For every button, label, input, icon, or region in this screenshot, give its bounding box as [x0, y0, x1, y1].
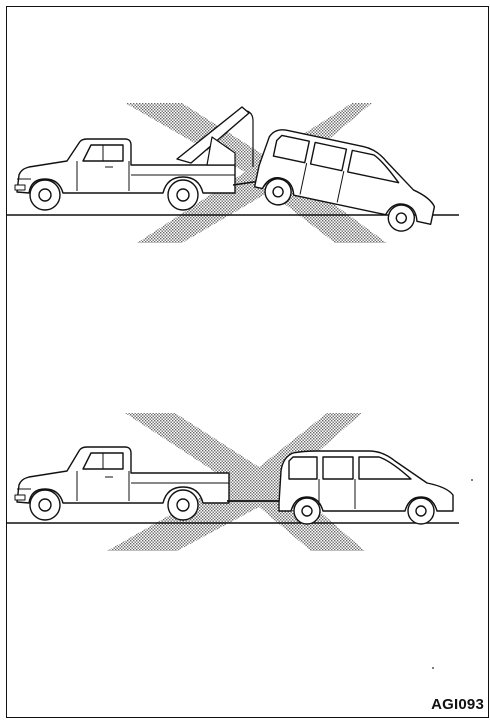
- figure-frame: AGI093: [6, 6, 489, 718]
- scene-flat-tow: [7, 405, 490, 565]
- minivan-flat: [279, 451, 453, 524]
- scan-speck: [471, 479, 473, 481]
- figure-code: AGI093: [431, 696, 484, 713]
- scene-wheel-lift-tow: [7, 97, 490, 257]
- scan-speck: [432, 667, 434, 669]
